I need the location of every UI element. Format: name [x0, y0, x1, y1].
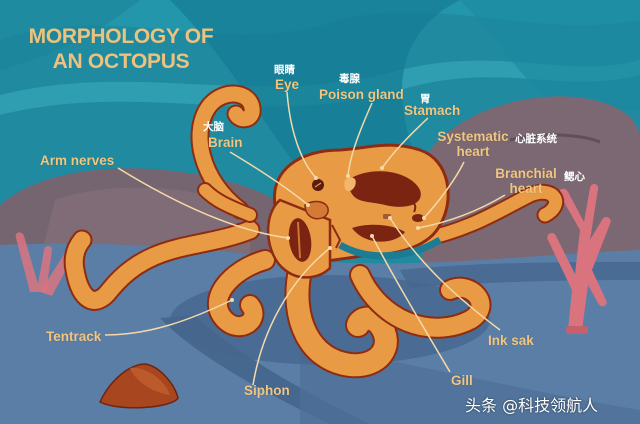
label-systematic-heart: Systematic heart	[437, 129, 509, 159]
title-line-1: MORPHOLOGY OF	[28, 25, 214, 48]
leader-arm-nerves	[117, 167, 289, 239]
label-brain-zh: 大脑	[203, 121, 224, 133]
octopus-tentacles	[63, 84, 565, 379]
label-poison-gland-zh: 毒腺	[339, 73, 360, 85]
leader-eye	[286, 91, 317, 179]
label-brain: Brain	[208, 135, 243, 150]
leader-branchial-heart	[417, 194, 506, 229]
page-title: MORPHOLOGY OF AN OCTOPUS	[21, 24, 221, 74]
leader-stomach	[381, 117, 429, 169]
leader-gill	[371, 235, 451, 373]
label-stomach: Stamach	[404, 103, 461, 118]
label-arm-nerves: Arm nerves	[40, 153, 115, 168]
leader-tentrack	[104, 299, 233, 336]
leader-ink-sak	[389, 217, 501, 331]
label-poison-gland: Poison gland	[319, 87, 404, 102]
leader-systematic-heart	[423, 161, 465, 219]
pebble	[99, 363, 179, 409]
octopus-body	[266, 143, 450, 279]
leader-lines	[104, 91, 506, 386]
label-siphon: Siphon	[244, 383, 290, 398]
dark-current	[170, 0, 460, 170]
label-ink-sak: Ink sak	[488, 333, 534, 348]
label-branchial-heart-zh: 鳃心	[564, 171, 585, 183]
label-gill: Gill	[451, 373, 473, 388]
leader-siphon	[252, 247, 331, 386]
label-systematic-heart-zh: 心脏系统	[515, 133, 557, 145]
leader-poison-gland	[347, 102, 373, 177]
label-eye-zh: 眼睛	[274, 64, 295, 76]
label-branchial-heart: Branchial heart	[495, 166, 557, 196]
coral-right	[547, 183, 611, 334]
title-line-2: AN OCTOPUS	[52, 50, 190, 73]
leader-brain	[229, 151, 309, 206]
label-stomach-zh: 胃	[420, 93, 431, 105]
label-eye: Eye	[275, 77, 300, 92]
label-tentrack: Tentrack	[46, 329, 102, 344]
watermark: 头条 @科技领航人	[465, 396, 599, 415]
